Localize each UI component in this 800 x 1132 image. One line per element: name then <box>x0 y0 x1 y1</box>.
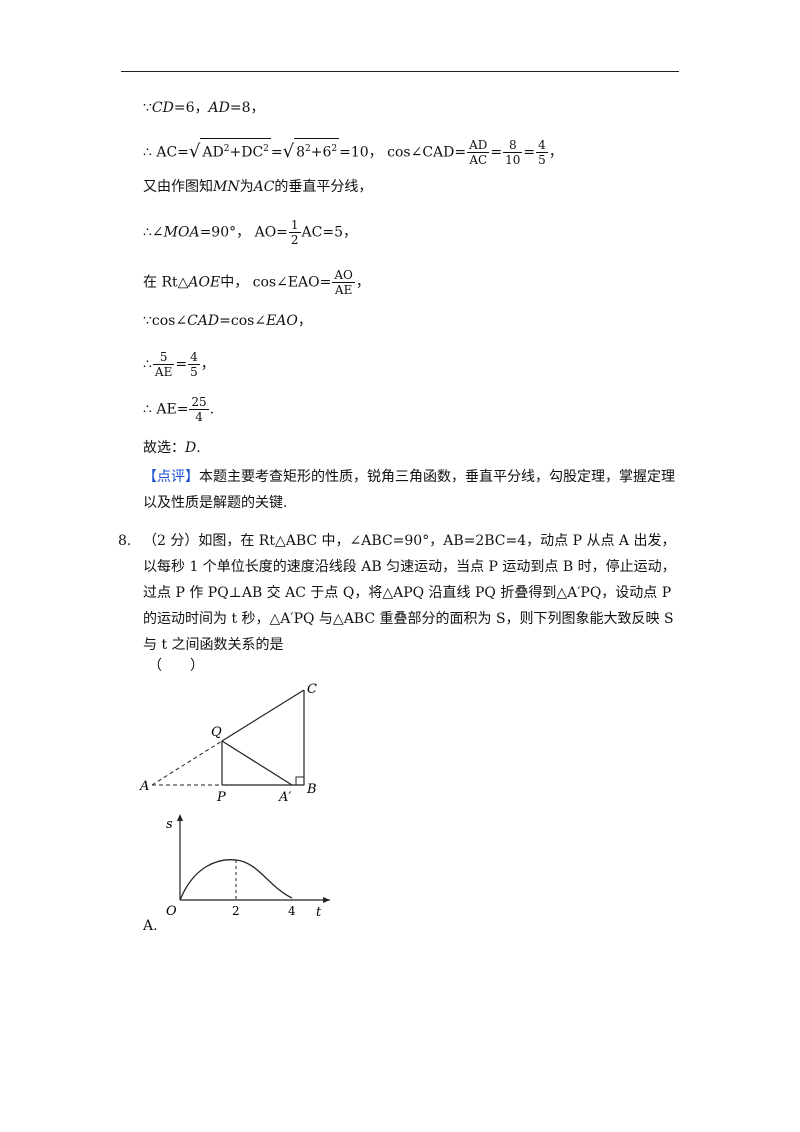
option-a-label: A. <box>143 918 158 934</box>
label-A-prime: A′ <box>278 790 291 805</box>
comment-text: 本题主要考查矩形的性质，锐角三角函数，垂直平分线，勾股定理，掌握定理以及性质是解… <box>143 469 675 511</box>
origin-label: O <box>166 904 177 919</box>
comment-tag: 【点评】 <box>143 469 199 485</box>
solution-line-9: 故选：D. <box>143 440 201 456</box>
question-number: 8. <box>118 533 132 549</box>
tick-4: 4 <box>288 904 296 918</box>
comment-paragraph: 【点评】本题主要考查矩形的性质，锐角三角函数，垂直平分线，勾股定理，掌握定理以及… <box>143 464 683 516</box>
label-C: C <box>307 682 317 697</box>
label-B: B <box>306 782 317 797</box>
label-Q: Q <box>211 725 222 740</box>
label-A: A <box>139 779 149 794</box>
question-text: （2 分）如图，在 Rt△ABC 中，∠ABC=90°，AB=2BC=4，动点 … <box>143 533 676 653</box>
solution-line-3: 又由作图知MN为AC的垂直平分线， <box>143 179 373 195</box>
graph-option-a: s t O 2 4 <box>166 814 330 920</box>
axis-t-label: t <box>316 905 322 920</box>
tick-2: 2 <box>232 904 240 918</box>
triangle-figure: A B C P Q A′ <box>139 682 317 805</box>
header-rule <box>121 71 679 72</box>
axis-s-label: s <box>166 817 173 832</box>
solution-line-6: ∵cos∠CAD=cos∠EAO， <box>143 313 312 329</box>
solution-line-1: ∵CD=6，AD=8， <box>143 100 265 116</box>
answer-blank: （ ） <box>148 658 204 674</box>
label-P: P <box>216 790 226 805</box>
